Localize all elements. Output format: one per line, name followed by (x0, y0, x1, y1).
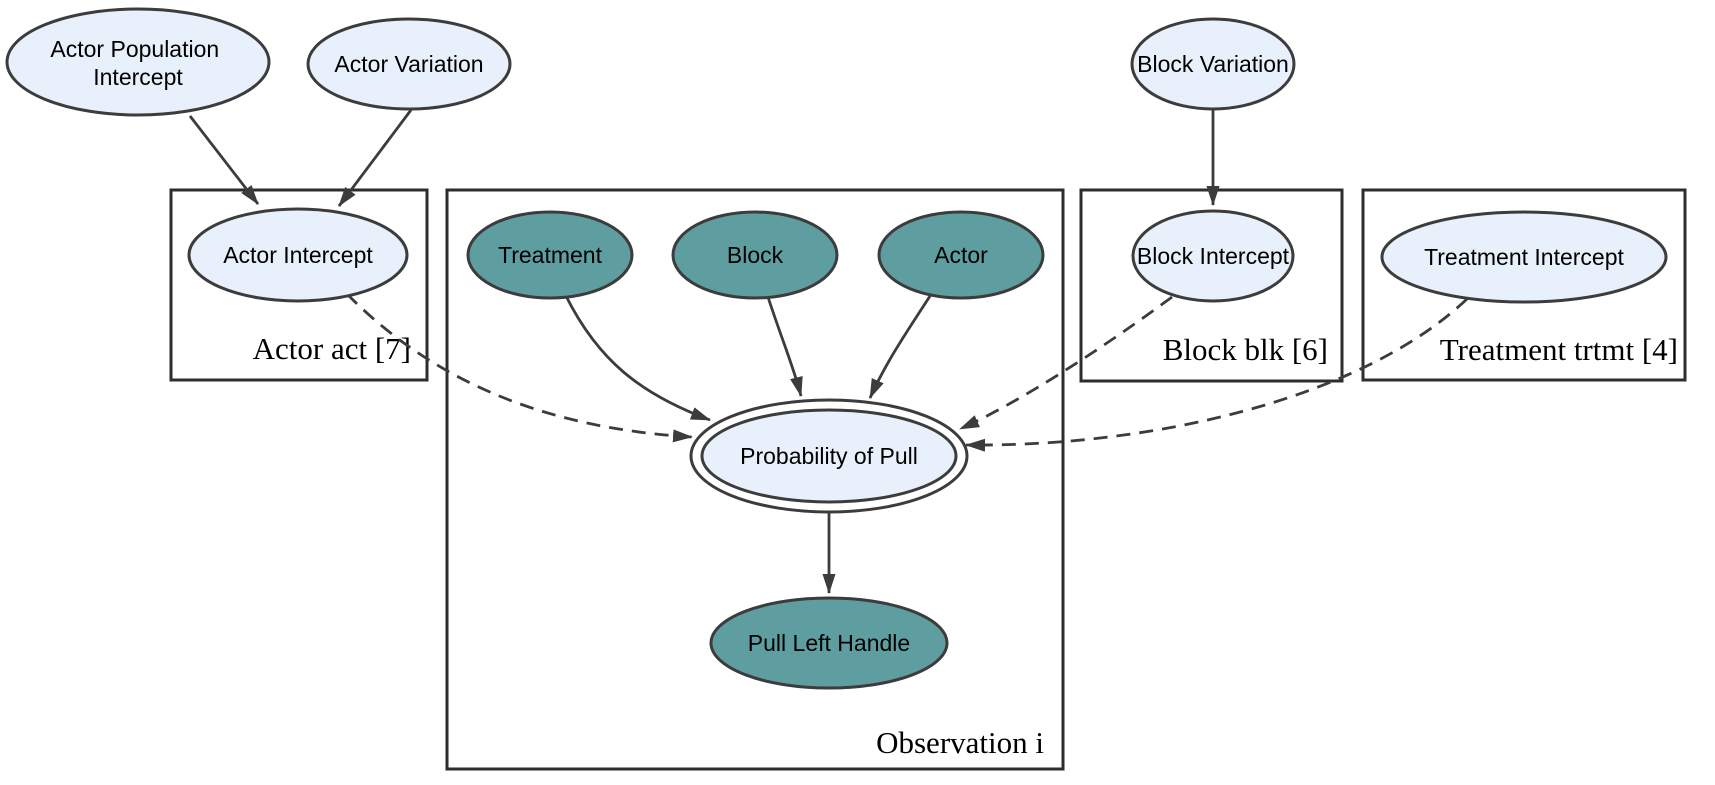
edge-actor-to-probability (868, 292, 934, 399)
label-line-1: Actor Population (50, 36, 219, 62)
block-intercept-label: Block Intercept (1137, 243, 1290, 269)
edge-block-intercept-to-probability-dashed (959, 295, 1173, 431)
pull-left-handle-node: Pull Left Handle (709, 596, 949, 690)
treatment-intercept-label: Treatment Intercept (1424, 244, 1624, 270)
probability-of-pull-inner-ellipse (700, 408, 958, 504)
block-variation-node: Block Variation (1130, 17, 1296, 111)
treatment-plate (1361, 188, 1687, 382)
actor-population-intercept-node: Actor Population Intercept (5, 7, 271, 117)
probability-of-pull-label: Probability of Pull (740, 443, 918, 469)
actor-variation-label: Actor Variation (334, 51, 483, 77)
block-plate-label: Block blk [6] (1163, 332, 1328, 367)
actor-population-intercept-label: Actor Population Intercept (50, 36, 225, 90)
actor-node: Actor (877, 210, 1045, 300)
actor-intercept-ellipse (187, 207, 409, 303)
block-intercept-ellipse (1131, 209, 1295, 303)
treatment-intercept-node: Treatment Intercept (1380, 210, 1668, 304)
edge-actor-pop-intercept-to-actor-intercept (188, 115, 260, 205)
block-node: Block (671, 210, 839, 300)
actor-population-intercept-ellipse (5, 7, 271, 117)
treatment-node: Treatment (466, 210, 634, 300)
block-variation-ellipse (1130, 17, 1296, 111)
treatment-ellipse (466, 210, 634, 300)
actor-ellipse (877, 210, 1045, 300)
edge-block-to-probability (766, 296, 803, 397)
actor-variation-node: Actor Variation (306, 17, 512, 111)
edge-actor-intercept-to-probability-dashed (346, 293, 693, 443)
edge-treatment-to-probability (564, 295, 711, 422)
actor-plate-label: Actor act [7] (253, 331, 411, 366)
actor-variation-ellipse (306, 17, 512, 111)
block-intercept-node: Block Intercept (1131, 209, 1295, 303)
edge-actor-variation-to-actor-intercept (337, 109, 413, 207)
block-ellipse (671, 210, 839, 300)
treatment-intercept-ellipse (1380, 210, 1668, 304)
edge-treatment-intercept-to-probability-dashed (965, 297, 1468, 452)
actor-label: Actor (934, 242, 988, 268)
block-label: Block (727, 242, 784, 268)
actor-intercept-node: Actor Intercept (187, 207, 409, 303)
treatment-plate-label: Treatment trtmt [4] (1440, 332, 1678, 367)
pull-left-handle-label: Pull Left Handle (748, 630, 910, 656)
block-variation-label: Block Variation (1137, 51, 1289, 77)
probability-of-pull-node: Probability of Pull (689, 398, 969, 514)
observation-plate-label: Observation i (876, 725, 1044, 760)
actor-plate (169, 188, 429, 382)
observation-plate (445, 188, 1065, 771)
label-line-2: Intercept (93, 64, 183, 90)
treatment-label: Treatment (498, 242, 603, 268)
actor-intercept-label: Actor Intercept (223, 242, 373, 268)
pull-left-handle-ellipse (709, 596, 949, 690)
